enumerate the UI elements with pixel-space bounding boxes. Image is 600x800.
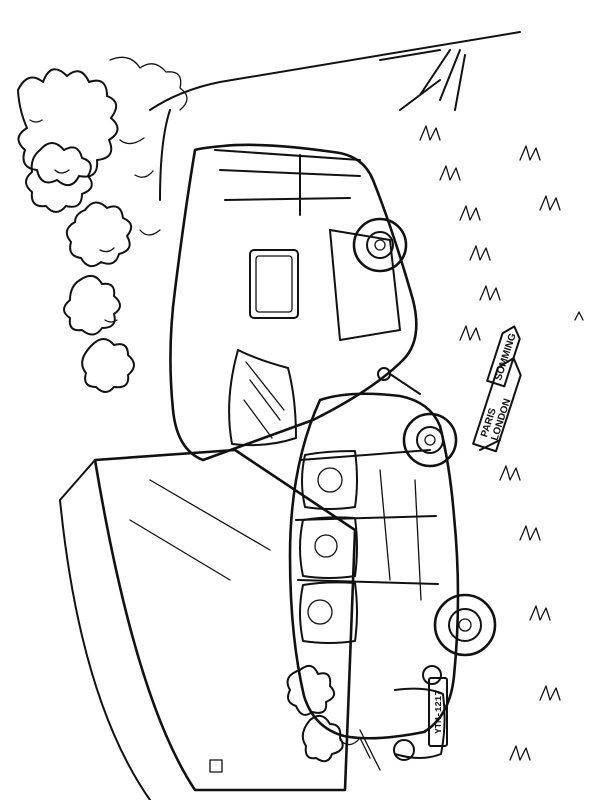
- headlight: [393, 739, 415, 761]
- caravan: [169, 143, 418, 462]
- car-wheel-front: [433, 593, 497, 657]
- signpost: PARIS LONDON SOMMING: [472, 325, 522, 453]
- car: [288, 392, 460, 761]
- caravan-window: [249, 249, 299, 319]
- car-window-middle: [299, 516, 358, 579]
- hedge-line: [149, 31, 521, 201]
- tree-canopy: [17, 56, 188, 393]
- tow-hitch: [377, 367, 421, 395]
- license-plate-text: YTM-1217: [434, 690, 444, 733]
- shrubs: [286, 664, 381, 771]
- grass-tufts: [419, 125, 584, 761]
- caravan-wheel: [352, 217, 408, 273]
- sign-somming: SOMMING: [493, 332, 519, 382]
- car-window-front: [301, 450, 358, 510]
- car-window-rear: [299, 581, 358, 644]
- license-plate: YTM-1217: [428, 677, 448, 747]
- car-wheel-rear: [402, 412, 458, 468]
- building: [59, 448, 357, 800]
